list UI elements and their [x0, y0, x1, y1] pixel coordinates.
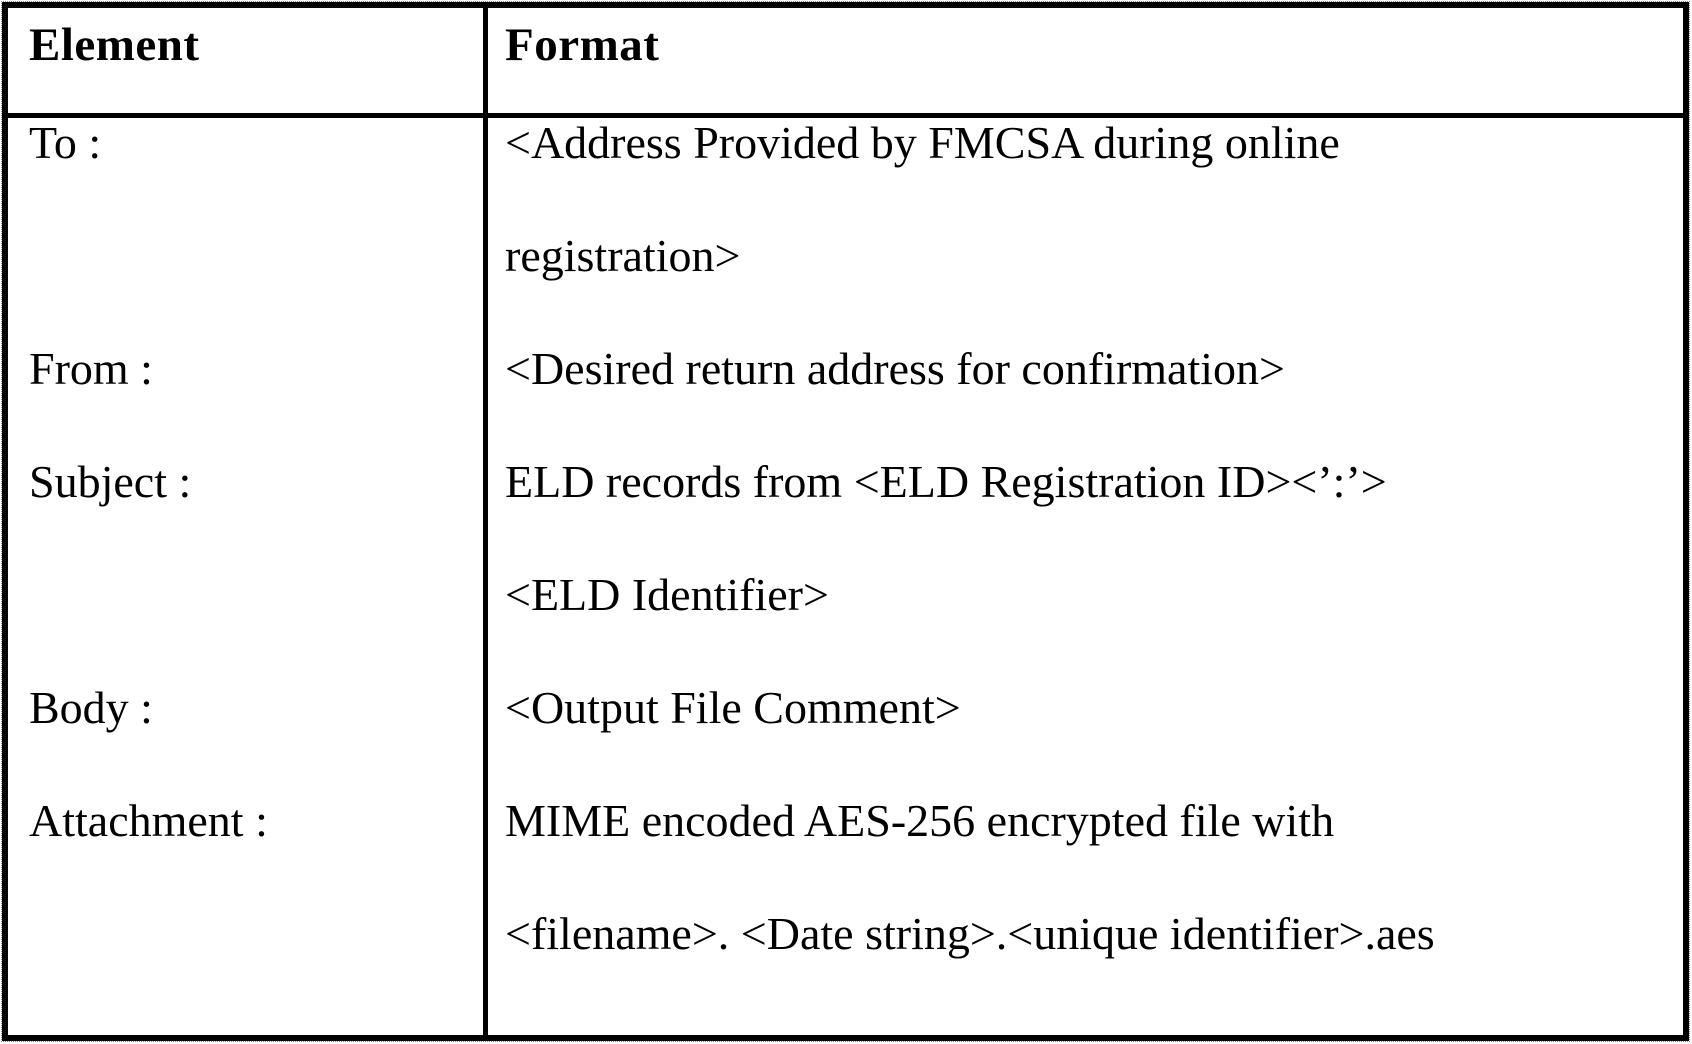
- element-label: From :: [29, 343, 153, 394]
- element-cell: Attachment :: [8, 795, 488, 1035]
- table-row-from: From : <Desired return address for confi…: [8, 343, 1683, 457]
- format-cell: ELD records from <ELD Registration ID><’…: [488, 456, 1683, 683]
- format-cell: MIME encoded AES-256 encrypted file with…: [488, 795, 1683, 1035]
- element-label: Body :: [29, 682, 153, 733]
- element-cell: To :: [8, 117, 488, 344]
- table-row-body: Body : <Output File Comment>: [8, 682, 1683, 796]
- format-value: ELD records from <ELD Registration ID><’…: [505, 456, 1387, 620]
- table-row-subject: Subject : ELD records from <ELD Registra…: [8, 456, 1683, 683]
- format-value: <Desired return address for confirmation…: [505, 343, 1285, 394]
- format-value: <Output File Comment>: [505, 682, 961, 733]
- table-row-to: To : <Address Provided by FMCSA during o…: [8, 117, 1683, 344]
- format-value: <Address Provided by FMCSA during online…: [505, 117, 1340, 281]
- element-label: Attachment :: [29, 795, 268, 846]
- element-cell: From :: [8, 343, 488, 457]
- element-cell: Body :: [8, 682, 488, 796]
- format-value: MIME encoded AES-256 encrypted file with…: [505, 795, 1435, 959]
- format-cell: <Desired return address for confirmation…: [488, 343, 1683, 457]
- table-header-row: Element Format: [8, 8, 1683, 118]
- format-cell: <Address Provided by FMCSA during online…: [488, 117, 1683, 344]
- format-cell: <Output File Comment>: [488, 682, 1683, 796]
- header-cell-element: Element: [8, 8, 488, 113]
- header-cell-format: Format: [488, 8, 1683, 113]
- element-cell: Subject :: [8, 456, 488, 683]
- element-label: To :: [29, 117, 102, 168]
- column-header-element: Element: [29, 19, 200, 71]
- table-row-attachment: Attachment : MIME encoded AES-256 encryp…: [8, 795, 1683, 1035]
- element-label: Subject :: [29, 456, 192, 507]
- column-header-format: Format: [505, 19, 660, 71]
